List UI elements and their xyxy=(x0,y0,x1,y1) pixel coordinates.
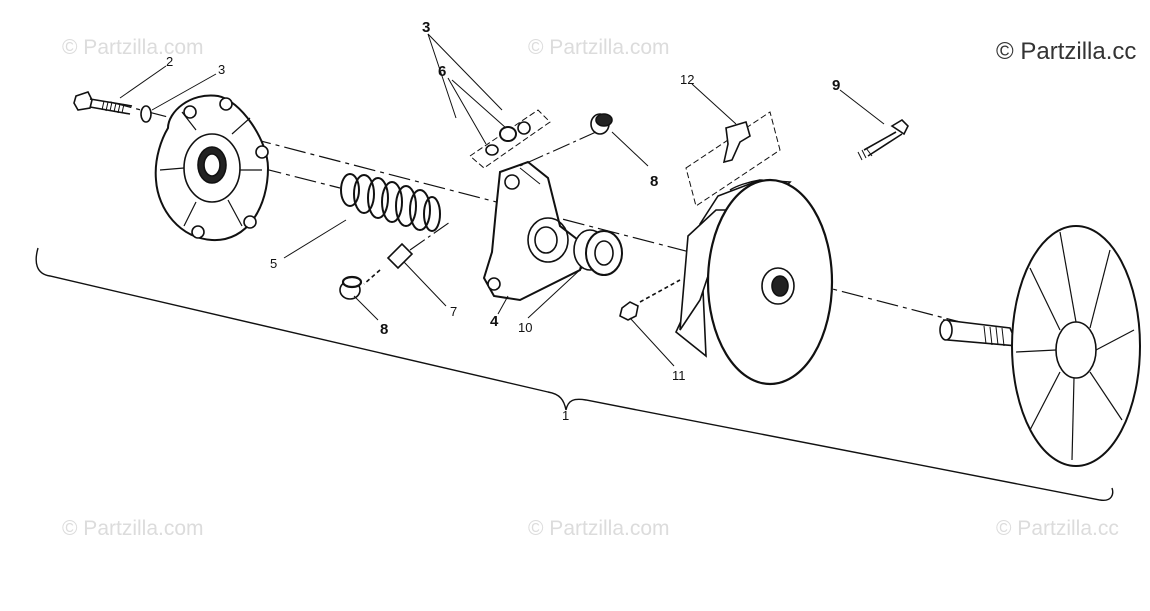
roller-8-right xyxy=(519,113,613,167)
leader-lines xyxy=(119,33,885,367)
spider-cover-plate xyxy=(154,94,270,242)
bolt-9 xyxy=(857,118,909,161)
watermark-top-right: © Partzilla.cc xyxy=(996,38,1137,65)
watermark-top-center: © Partzilla.com xyxy=(528,36,670,59)
ref-1: 1 xyxy=(562,408,569,423)
pin-7 xyxy=(363,221,451,285)
slider-card-12 xyxy=(685,111,781,207)
ref-11: 11 xyxy=(672,368,686,383)
watermark-bottom-center: © Partzilla.com xyxy=(528,517,670,540)
washer-card-6 xyxy=(469,109,551,169)
spring-5 xyxy=(340,173,441,232)
ref-3-top: 3 xyxy=(422,19,430,36)
cap-8-left xyxy=(339,275,363,300)
watermark-bottom-right: © Partzilla.cc xyxy=(996,517,1119,540)
watermark-bottom-left: © Partzilla.com xyxy=(62,517,204,540)
assembly-brace-1 xyxy=(35,247,1114,502)
nut-11 xyxy=(619,279,681,321)
ref-2: 2 xyxy=(166,54,173,69)
spider-arm-4 xyxy=(482,160,588,302)
ref-8-right: 8 xyxy=(650,173,658,190)
fixed-sheave-shaft xyxy=(939,225,1141,467)
ref-10: 10 xyxy=(518,320,532,335)
reference-numbers: 2 3 3 6 5 7 8 8 4 10 11 12 9 1 xyxy=(166,19,840,423)
ref-7: 7 xyxy=(450,304,457,319)
watermark-top-left: © Partzilla.com xyxy=(62,36,204,59)
bushing-10 xyxy=(573,229,623,276)
washer-3-left xyxy=(140,105,152,123)
ref-3-left: 3 xyxy=(218,62,225,77)
movable-sheave xyxy=(675,178,834,386)
ref-9: 9 xyxy=(832,77,840,94)
ref-6: 6 xyxy=(438,63,446,80)
ref-5: 5 xyxy=(270,256,277,271)
bolt-2 xyxy=(73,91,133,115)
ref-4: 4 xyxy=(490,313,499,330)
ref-12: 12 xyxy=(680,72,694,87)
ref-8-left: 8 xyxy=(380,321,388,338)
